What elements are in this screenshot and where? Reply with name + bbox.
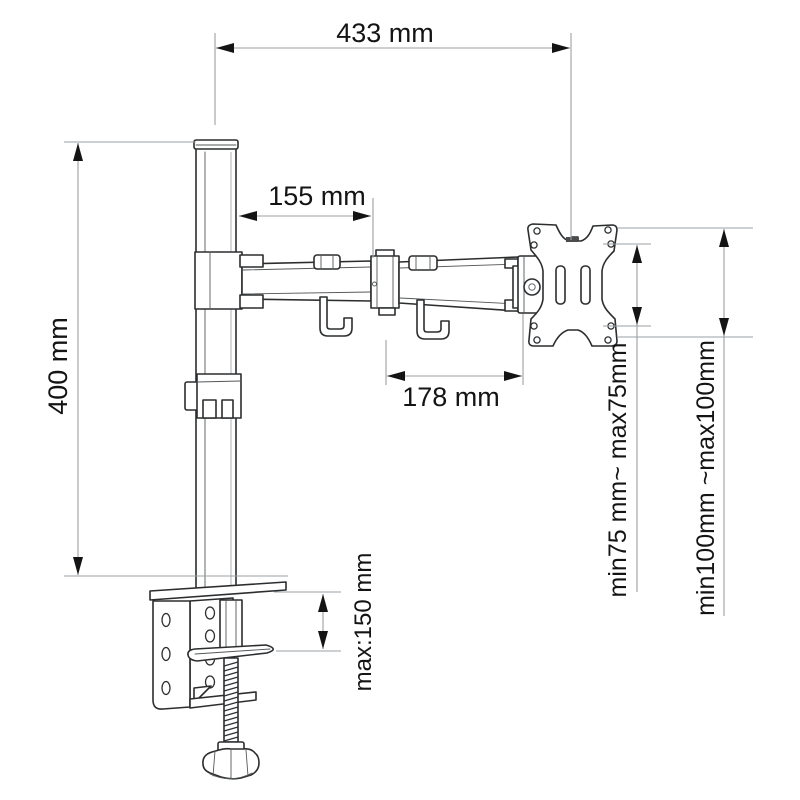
clamp-pad-line — [194, 648, 271, 655]
arm-bracket-tab-top — [239, 254, 264, 268]
clamp-pad — [187, 644, 275, 662]
screw-housing — [219, 599, 243, 651]
arrowhead-left-icon — [387, 371, 405, 381]
arrowhead-left-icon — [239, 211, 257, 221]
cable-clip-top-1 — [313, 254, 341, 270]
cable-clip-top-1-body — [313, 254, 341, 270]
collar-line — [196, 380, 242, 383]
clamp-hole — [204, 629, 216, 643]
vesa-hole — [604, 336, 612, 344]
pole-top-cap — [193, 139, 239, 150]
arm-middle-joint — [370, 249, 400, 316]
dim-arm-total: 433 mm — [214, 18, 572, 240]
dim-clamp-opening: max:150 mm — [274, 553, 377, 692]
vesa-hole — [604, 226, 612, 234]
collar-notch-2 — [221, 399, 234, 419]
pole-collar — [184, 373, 242, 419]
joint-hole — [372, 281, 377, 287]
vesa-hole — [533, 227, 541, 235]
arrowhead-down-icon — [73, 557, 83, 575]
vesa-top-hook — [566, 237, 578, 242]
dim-label-arm-total: 433 mm — [336, 18, 434, 48]
dim-vesa-inner: min75 mm~ max75mm — [603, 243, 651, 598]
vesa-hole — [533, 336, 541, 344]
clamp-top-plate — [149, 581, 287, 601]
arrowhead-down-icon — [632, 307, 642, 325]
arrowhead-right-icon — [552, 43, 570, 53]
vesa-slot-left — [555, 265, 566, 305]
dim-label-vesa-inner: min75 mm~ max75mm — [604, 343, 632, 598]
dim-label-arm-first: 155 mm — [268, 181, 366, 211]
arm-bracket-tab-bottom — [239, 294, 264, 309]
vesa-plate — [523, 223, 618, 347]
cable-clip-top-2 — [408, 255, 438, 271]
collar-tab — [184, 381, 199, 411]
dim-label-arm-second: 178 mm — [402, 382, 500, 412]
dim-vesa-outer: min100mm ~max100mm — [618, 227, 753, 616]
joint-bottom-tab — [378, 307, 396, 316]
arm-segment-2-bottomline — [399, 297, 519, 305]
arrowhead-up-icon — [632, 245, 642, 263]
cable-hook-1 — [319, 296, 353, 337]
arm-bracket — [194, 251, 243, 310]
knob-lobes — [209, 748, 253, 780]
arrowhead-right-icon — [504, 371, 522, 381]
clamp-hole — [161, 612, 171, 628]
pivot-bolt-center — [528, 283, 536, 291]
dim-arm-second: 178 mm — [385, 314, 524, 412]
dim-pole-height: 400 mm — [43, 141, 288, 577]
cable-hook-2 — [416, 299, 450, 340]
collar-notch-1 — [202, 399, 217, 419]
arrowhead-up-icon — [719, 229, 729, 247]
arrowhead-up-icon — [318, 594, 328, 612]
dim-label-pole-height: 400 mm — [43, 317, 73, 415]
pole-body — [195, 147, 237, 593]
clamp-front-flange — [152, 600, 191, 710]
dim-label-clamp-opening: max:150 mm — [350, 553, 377, 692]
arrowhead-down-icon — [719, 318, 729, 336]
arrowhead-left-icon — [216, 43, 234, 53]
desk-clamp — [149, 581, 287, 780]
dim-label-vesa-outer: min100mm ~max100mm — [692, 340, 720, 616]
clamp-hole — [204, 606, 216, 620]
clamp-screw-threads — [223, 661, 239, 742]
cable-clip-top-2-body — [408, 255, 438, 271]
arrowhead-right-icon — [353, 211, 371, 221]
arrowhead-up-icon — [73, 143, 83, 161]
vesa-plate-outline — [527, 223, 618, 347]
clamp-hole — [161, 646, 171, 662]
vesa-hole — [530, 322, 538, 330]
pole — [193, 139, 239, 593]
arrowhead-down-icon — [318, 631, 328, 649]
clamp-hole — [161, 680, 171, 696]
arm-bracket-body — [194, 251, 243, 310]
arm-segment-1-bottomline — [242, 291, 372, 295]
arm-segment-1-topline — [242, 266, 372, 271]
vesa-hole — [530, 241, 538, 249]
vesa-slot-right — [580, 265, 591, 305]
pivot-bolt — [523, 278, 541, 296]
dim-arm-first: 155 mm — [239, 181, 374, 258]
